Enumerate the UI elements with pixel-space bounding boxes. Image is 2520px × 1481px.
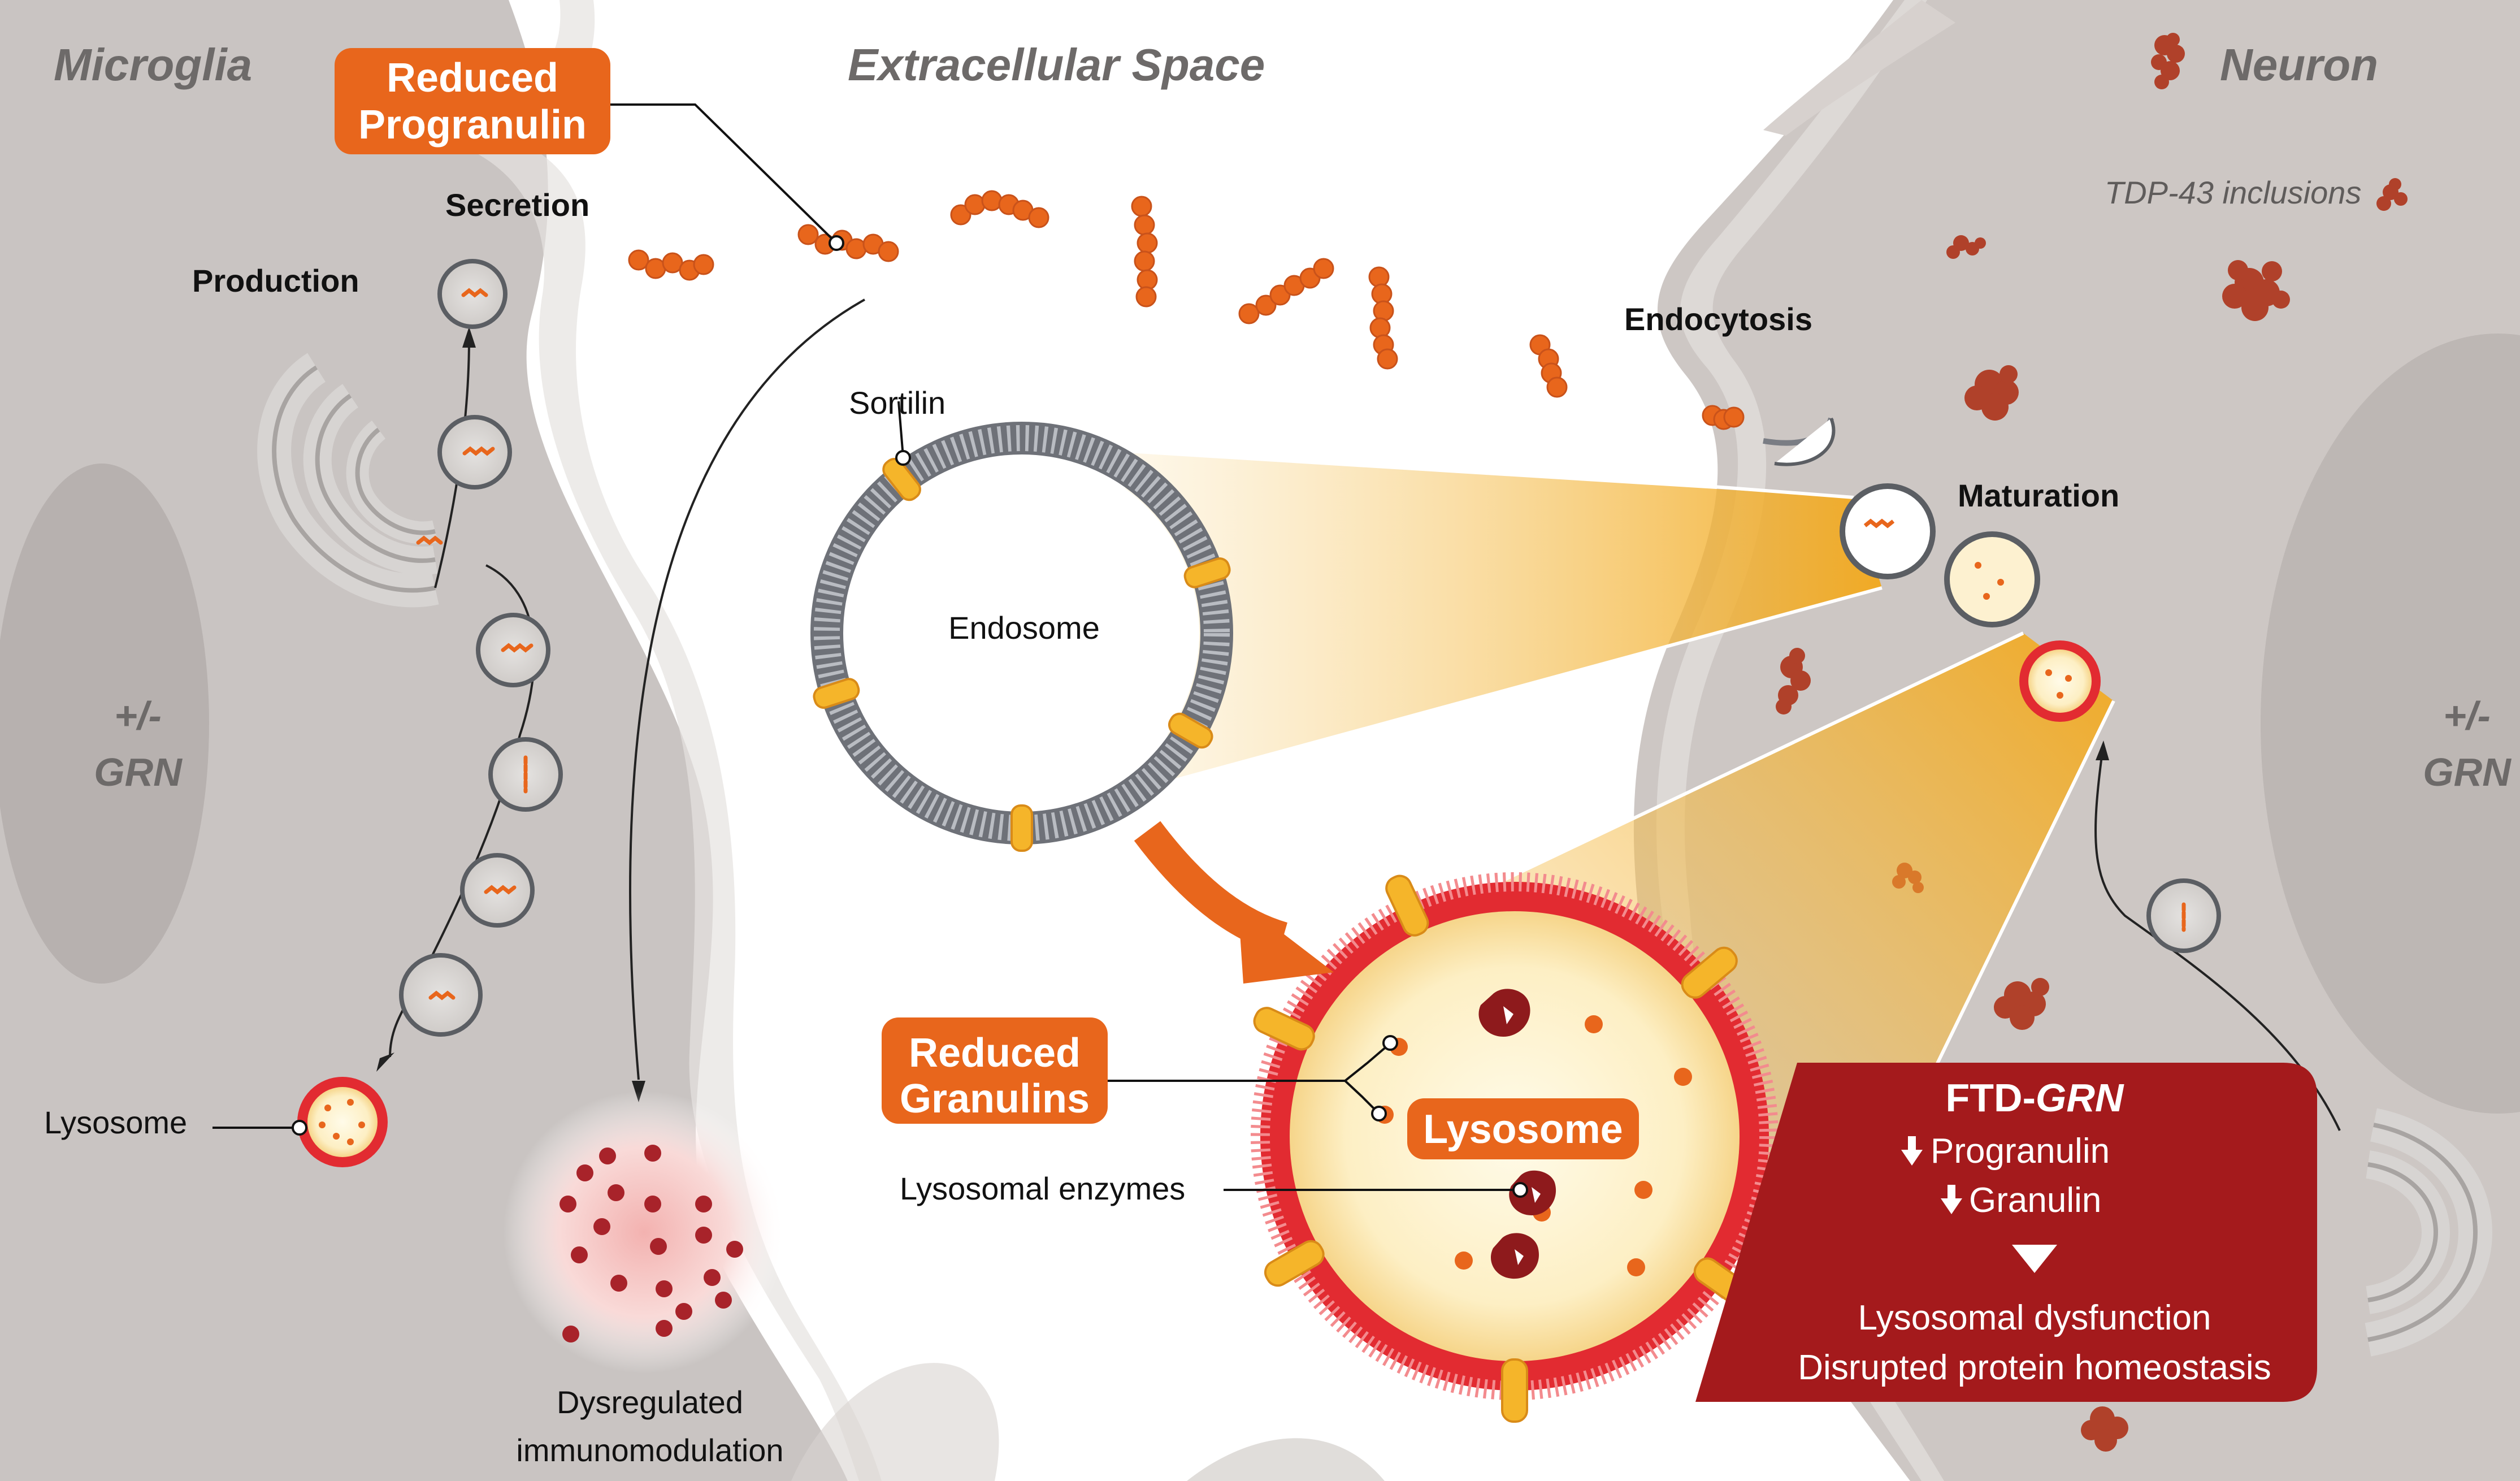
sortilin-receptor: [1264, 1240, 1325, 1287]
progranulin-chain: [1131, 196, 1158, 308]
ftd-grn-box: FTD-GRN Progranulin Granulin Lysosomal d…: [1695, 1063, 2317, 1402]
immune-particle: [610, 1275, 627, 1292]
immune-particle: [656, 1320, 673, 1337]
immune-particle: [656, 1280, 673, 1297]
ftd-grn-title: FTD-GRN: [1946, 1076, 2124, 1120]
label-production: Production: [192, 263, 359, 298]
immune-particle: [704, 1269, 721, 1286]
svg-text:GRN: GRN: [94, 750, 183, 794]
zoom-cone-endosome: [1119, 452, 1882, 780]
immune-particle: [599, 1147, 616, 1164]
region-label-microglia: Microglia: [54, 40, 252, 90]
label-tdp43: TDP-43 inclusions: [2105, 175, 2361, 210]
dysregulated-immunomodulation: [503, 1091, 786, 1374]
microglia-lysosome: [297, 1077, 388, 1167]
immune-particle: [644, 1145, 661, 1162]
immune-particle: [644, 1196, 661, 1212]
immune-particle: [695, 1196, 712, 1212]
immune-particle: [695, 1227, 712, 1244]
label-grn-right: +/-: [2443, 694, 2491, 738]
sortilin-receptor: [1385, 874, 1429, 937]
label-sortilin: Sortilin: [849, 385, 945, 421]
svg-text:GRN: GRN: [2423, 750, 2512, 794]
ftd-outcome-1: Lysosomal dysfunction: [1858, 1298, 2211, 1337]
progranulin-chain: [1529, 334, 1568, 398]
svg-text:Lysosome: Lysosome: [1423, 1107, 1623, 1152]
sortilin-receptor: [1253, 1007, 1315, 1051]
reduced-granulins-callout: Reduced Granulins: [882, 1017, 1108, 1124]
callout-text: Reduced: [387, 55, 558, 101]
immune-particle: [715, 1292, 732, 1309]
immune-particle: [559, 1196, 576, 1212]
sortilin-receptor: [1681, 946, 1738, 999]
callout-text: Reduced: [909, 1030, 1081, 1076]
ftd-line-2: Granulin: [1969, 1181, 2101, 1220]
label-dysregulated: Dysregulated: [557, 1384, 743, 1420]
sortilin-receptor: [1501, 1358, 1528, 1423]
sortilin-receptor: [1168, 712, 1213, 749]
callout-text: Progranulin: [358, 102, 587, 148]
ftd-outcome-2: Disrupted protein homeostasis: [1798, 1348, 2271, 1387]
endosome: [810, 422, 1233, 852]
tdp43-inclusions: [1776, 33, 2408, 1452]
label-lysosome-left: Lysosome: [44, 1105, 187, 1140]
label-secretion: Secretion: [445, 187, 589, 223]
immune-particle: [675, 1303, 692, 1320]
progranulin-chain: [797, 224, 899, 262]
golgi-neuron: [2365, 1108, 2493, 1357]
immune-particle: [562, 1326, 579, 1343]
text-labels: Microglia Extracellular Space Neuron Sec…: [44, 40, 2512, 1468]
reduced-progranulin-callout: Reduced Progranulin: [335, 48, 610, 154]
label-endosome: Endosome: [948, 610, 1100, 646]
zoom-cone-lysosome: [1452, 633, 2114, 1328]
lysosome-center-label: Lysosome: [1407, 1098, 1639, 1159]
sortilin-receptor: [882, 457, 921, 501]
triangle-down-icon: [2012, 1245, 2057, 1273]
immune-particle: [576, 1164, 593, 1181]
down-arrow-icon: [1901, 1136, 1962, 1214]
progranulin-chain: [1368, 266, 1398, 370]
maturation-vesicles: [1840, 483, 2101, 722]
sortilin-receptor: [813, 678, 860, 709]
endocytosis-pit: [1763, 417, 1836, 466]
microglia-nucleus: [0, 464, 209, 984]
neuron-nucleus: [2261, 334, 2520, 1114]
immune-particle: [608, 1184, 624, 1201]
label-lysosomal-enzymes: Lysosomal enzymes: [900, 1171, 1185, 1206]
leader-lines: [212, 103, 1515, 1191]
label-grn-left: +/-: [114, 694, 162, 738]
progranulin-chain: [1238, 258, 1334, 324]
region-label-neuron: Neuron: [2220, 40, 2378, 90]
sortilin-receptor: [1010, 804, 1033, 852]
golgi-microglia: [257, 353, 439, 608]
immune-particle: [726, 1241, 743, 1258]
immune-particle: [593, 1218, 610, 1235]
progranulin-chain: [628, 249, 714, 281]
progranulin-chain: [1702, 405, 1745, 430]
ftd-line-1: Progranulin: [1931, 1132, 2110, 1171]
immune-particle: [650, 1238, 667, 1255]
callout-text: Granulins: [900, 1076, 1090, 1121]
neuron-path-arrow: [2094, 751, 2341, 1131]
immunomodulation-arrow: [628, 298, 865, 1080]
progranulin-chain: [950, 190, 1049, 228]
immune-particle: [571, 1246, 588, 1263]
region-label-extracellular: Extracellular Space: [848, 40, 1265, 90]
lysosomal-enzymes: [1478, 989, 1556, 1279]
svg-text:immunomodulation: immunomodulation: [516, 1432, 783, 1468]
sortilin-receptor: [1183, 557, 1231, 588]
label-maturation: Maturation: [1958, 478, 2119, 513]
label-endocytosis: Endocytosis: [1624, 301, 1812, 337]
